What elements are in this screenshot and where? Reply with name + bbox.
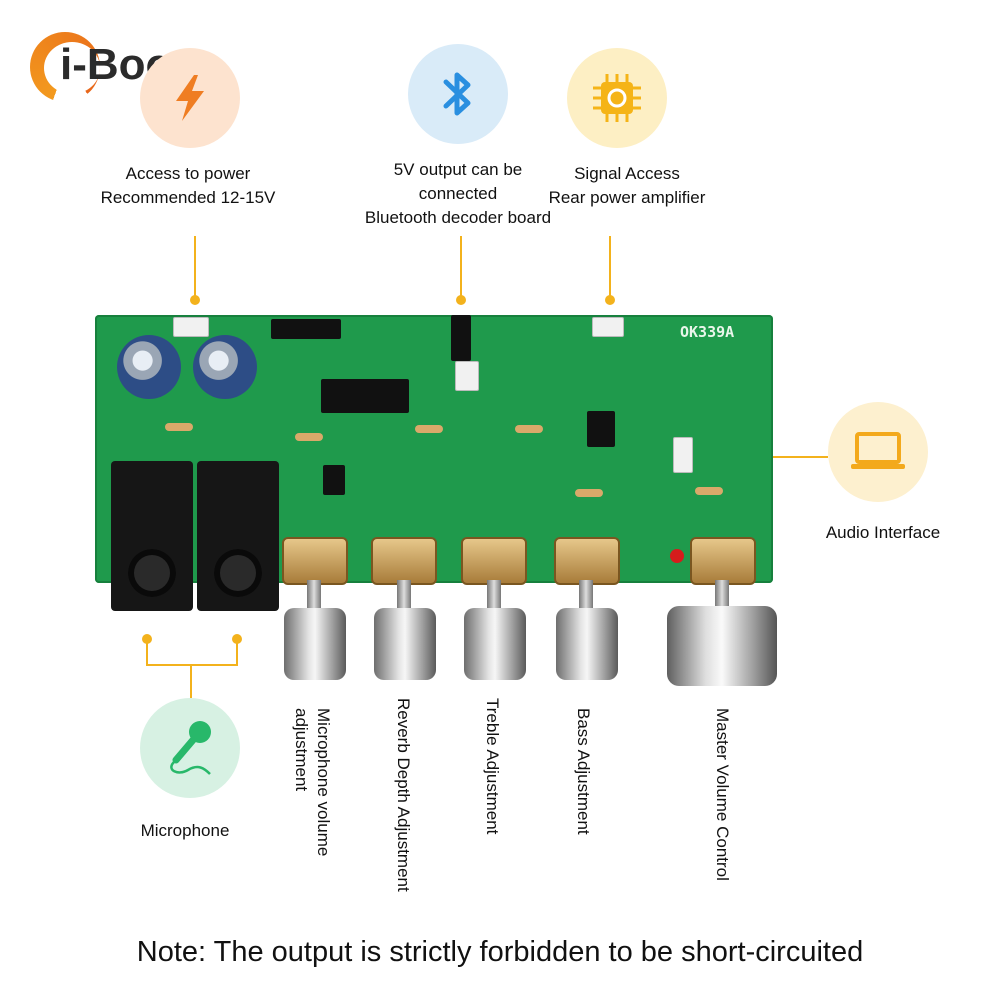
circuit-board: OK339A xyxy=(95,315,773,611)
bluetooth-caption-line2: connected xyxy=(418,184,498,203)
resistor xyxy=(295,433,323,441)
pot-master xyxy=(690,537,756,585)
resistor xyxy=(695,487,723,495)
signal-connector xyxy=(592,317,624,337)
lightning-icon xyxy=(176,75,204,121)
control-label-mic-volume-line2: adjustment xyxy=(292,708,311,792)
control-label-mic-volume: Microphone volume adjustment xyxy=(290,708,334,856)
pot-treble xyxy=(461,537,527,585)
knob-shaft xyxy=(579,580,593,610)
mic-connector-dot-right xyxy=(232,634,242,644)
signal-connector-dot xyxy=(605,295,615,305)
reverb-knob[interactable] xyxy=(374,608,436,680)
mic-jack-2 xyxy=(197,461,279,611)
bluetooth-caption: 5V output can be connected Bluetooth dec… xyxy=(340,158,576,230)
bass-knob[interactable] xyxy=(556,608,618,680)
mic-jack-1 xyxy=(111,461,193,611)
capacitor xyxy=(117,335,181,399)
knob-shaft xyxy=(715,580,729,610)
control-label-reverb: Reverb Depth Adjustment xyxy=(394,698,413,892)
mic-connector-dot-left xyxy=(142,634,152,644)
logo-ring xyxy=(30,32,100,102)
ic-chip xyxy=(321,379,409,413)
audio-caption: Audio Interface xyxy=(825,523,941,542)
bluetooth-badge xyxy=(408,44,508,144)
regulator xyxy=(271,319,341,339)
treble-knob[interactable] xyxy=(464,608,526,680)
warning-note: Note: The output is strictly forbidden t… xyxy=(136,936,864,968)
bluetooth-caption-line1: 5V output can be xyxy=(393,160,523,179)
jack-hole xyxy=(214,549,262,597)
master-volume-knob[interactable] xyxy=(667,606,777,686)
mic-connector-line xyxy=(146,640,148,666)
resistor xyxy=(575,489,603,497)
board-model: OK339A xyxy=(680,323,735,341)
resistor xyxy=(165,423,193,431)
power-connector-dot xyxy=(190,295,200,305)
power-caption: Access to power Recommended 12-15V xyxy=(78,162,298,210)
bluetooth-caption-line3: Bluetooth decoder board xyxy=(364,208,552,227)
control-label-master: Master Volume Control xyxy=(713,708,732,881)
audio-badge xyxy=(828,402,928,502)
resistor xyxy=(415,425,443,433)
signal-connector-line xyxy=(609,236,611,298)
input-connector xyxy=(673,437,693,473)
pot-mic-volume xyxy=(282,537,348,585)
control-label-treble: Treble Adjustment xyxy=(483,698,502,835)
bluetooth-connector-dot xyxy=(456,295,466,305)
pot-reverb xyxy=(371,537,437,585)
bluetooth-connector-line xyxy=(460,236,462,298)
mic-connector-line xyxy=(146,664,238,666)
ic-chip xyxy=(323,465,345,495)
mic-connector-line xyxy=(236,640,238,666)
bluetooth-icon xyxy=(443,72,471,116)
ic-chip xyxy=(587,411,615,447)
power-badge xyxy=(140,48,240,148)
power-caption-line2: Recommended 12-15V xyxy=(100,188,276,207)
control-label-bass: Bass Adjustment xyxy=(574,708,593,835)
signal-caption: Signal Access Rear power amplifier xyxy=(518,162,736,210)
control-label-mic-volume-line1: Microphone volume xyxy=(314,708,333,857)
signal-caption-line1: Signal Access xyxy=(574,164,680,183)
knob-shaft xyxy=(397,580,411,610)
power-connector-line xyxy=(194,236,196,298)
power-connector xyxy=(173,317,209,337)
microphone-caption: Microphone xyxy=(140,821,230,840)
jack-hole xyxy=(128,549,176,597)
microphone-badge xyxy=(140,698,240,798)
mic-connector-line xyxy=(190,664,192,698)
pot-bass xyxy=(554,537,620,585)
power-caption-line1: Access to power xyxy=(125,164,251,183)
capacitor xyxy=(193,335,257,399)
signal-badge xyxy=(567,48,667,148)
laptop-icon xyxy=(851,432,905,469)
knob-shaft xyxy=(307,580,321,610)
bluetooth-connector xyxy=(455,361,479,391)
mic-volume-knob[interactable] xyxy=(284,608,346,680)
chip-icon xyxy=(593,74,641,122)
signal-caption-line2: Rear power amplifier xyxy=(548,188,706,207)
power-led xyxy=(670,549,684,563)
knob-shaft xyxy=(487,580,501,610)
resistor xyxy=(515,425,543,433)
microphone-icon xyxy=(170,721,211,775)
transistor xyxy=(451,315,471,361)
